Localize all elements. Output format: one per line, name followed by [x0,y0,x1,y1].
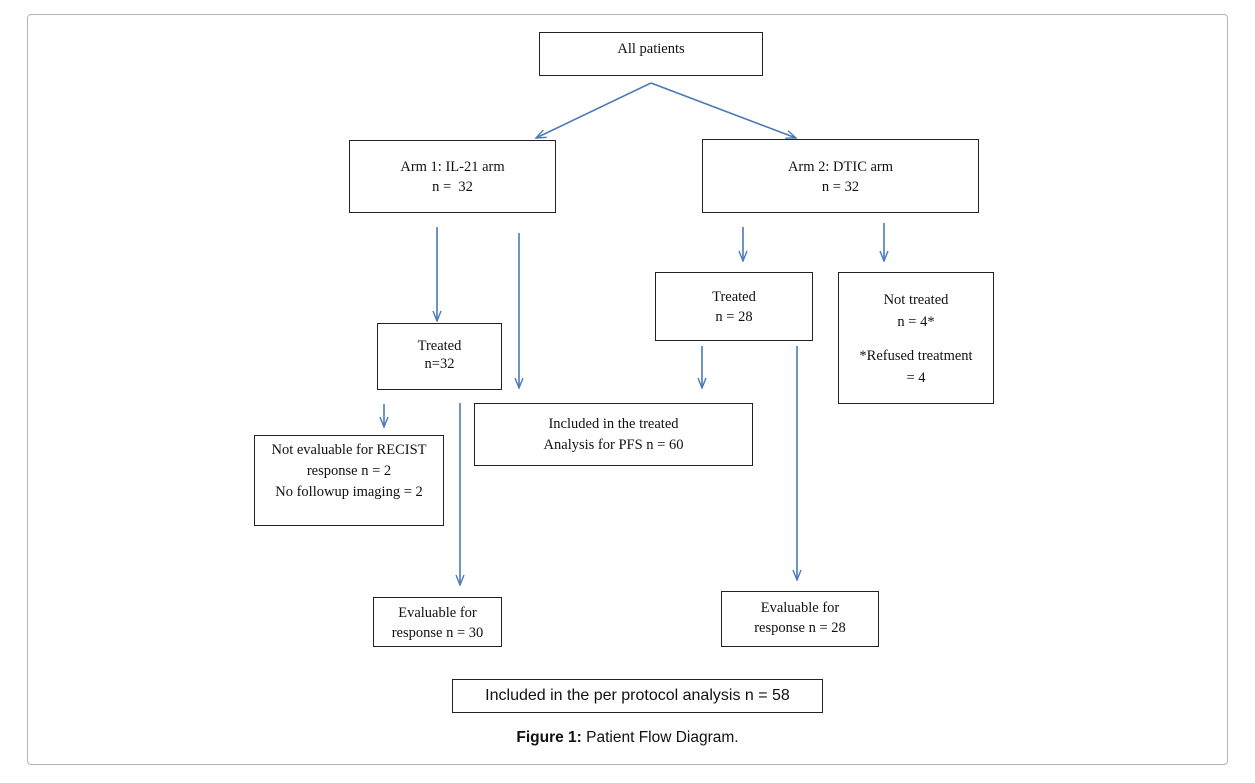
node-all-patients-label: All patients [617,41,685,57]
node-per-protocol: Included in the per protocol analysis n … [452,679,823,713]
node-treated-analysis: Included in the treated Analysis for PFS… [474,403,753,466]
node-all-patients: All patients [539,32,763,76]
node-arm1-treated-title: Treated [417,338,462,354]
arrow-all-to-arm2 [650,82,796,138]
node-arm1-evaluable-line1: Evaluable for [398,605,477,621]
node-arm2-title: Arm 2: DTIC arm [787,159,894,175]
node-arm2-treated: Treated n = 28 [655,272,813,341]
node-arm2-count: n = 32 [821,179,860,195]
node-not-treated-count: n = 4* [897,314,935,330]
node-arm2: Arm 2: DTIC arm n = 32 [702,139,979,213]
node-arm1-treated-count: n=32 [424,356,455,372]
node-arm2-evaluable: Evaluable for response n = 28 [721,591,879,647]
node-treated-analysis-line1: Included in the treated [548,416,679,432]
node-arm2-treated-count: n = 28 [715,309,753,325]
node-arm1-evaluable: Evaluable for response n = 30 [373,597,502,647]
node-not-evaluable: Not evaluable for RECIST response n = 2 … [254,435,444,526]
node-refused-count: = 4 [906,370,926,386]
node-arm1: Arm 1: IL-21 arm n = 32 [349,140,556,213]
node-no-followup: No followup imaging = 2 [275,484,423,500]
arrow-all-to-arm1 [536,82,652,138]
node-arm1-evaluable-line2: response n = 30 [391,625,484,641]
node-arm1-title: Arm 1: IL-21 arm [400,159,505,175]
node-not-evaluable-title: Not evaluable for RECIST [271,442,427,458]
node-per-protocol-label: Included in the per protocol analysis n … [485,687,790,704]
figure-caption-text: Patient Flow Diagram. [581,729,739,746]
node-arm1-count: n = 32 [432,179,473,195]
figure-frame [27,14,1228,765]
figure-caption: Figure 1: Patient Flow Diagram. [0,729,1255,747]
node-not-treated-title: Not treated [883,292,949,308]
node-arm2-not-treated: Not treated n = 4* *Refused treatment = … [838,272,994,404]
node-not-evaluable-count: response n = 2 [306,463,392,479]
node-treated-analysis-line2: Analysis for PFS n = 60 [543,437,684,453]
node-refused-label: *Refused treatment [859,348,973,364]
node-arm1-treated: Treated n=32 [377,323,502,390]
figure-caption-label: Figure 1: [516,729,582,746]
node-arm2-treated-title: Treated [712,289,756,305]
node-arm2-evaluable-line1: Evaluable for [760,600,840,616]
node-arm2-evaluable-line2: response n = 28 [754,620,846,636]
